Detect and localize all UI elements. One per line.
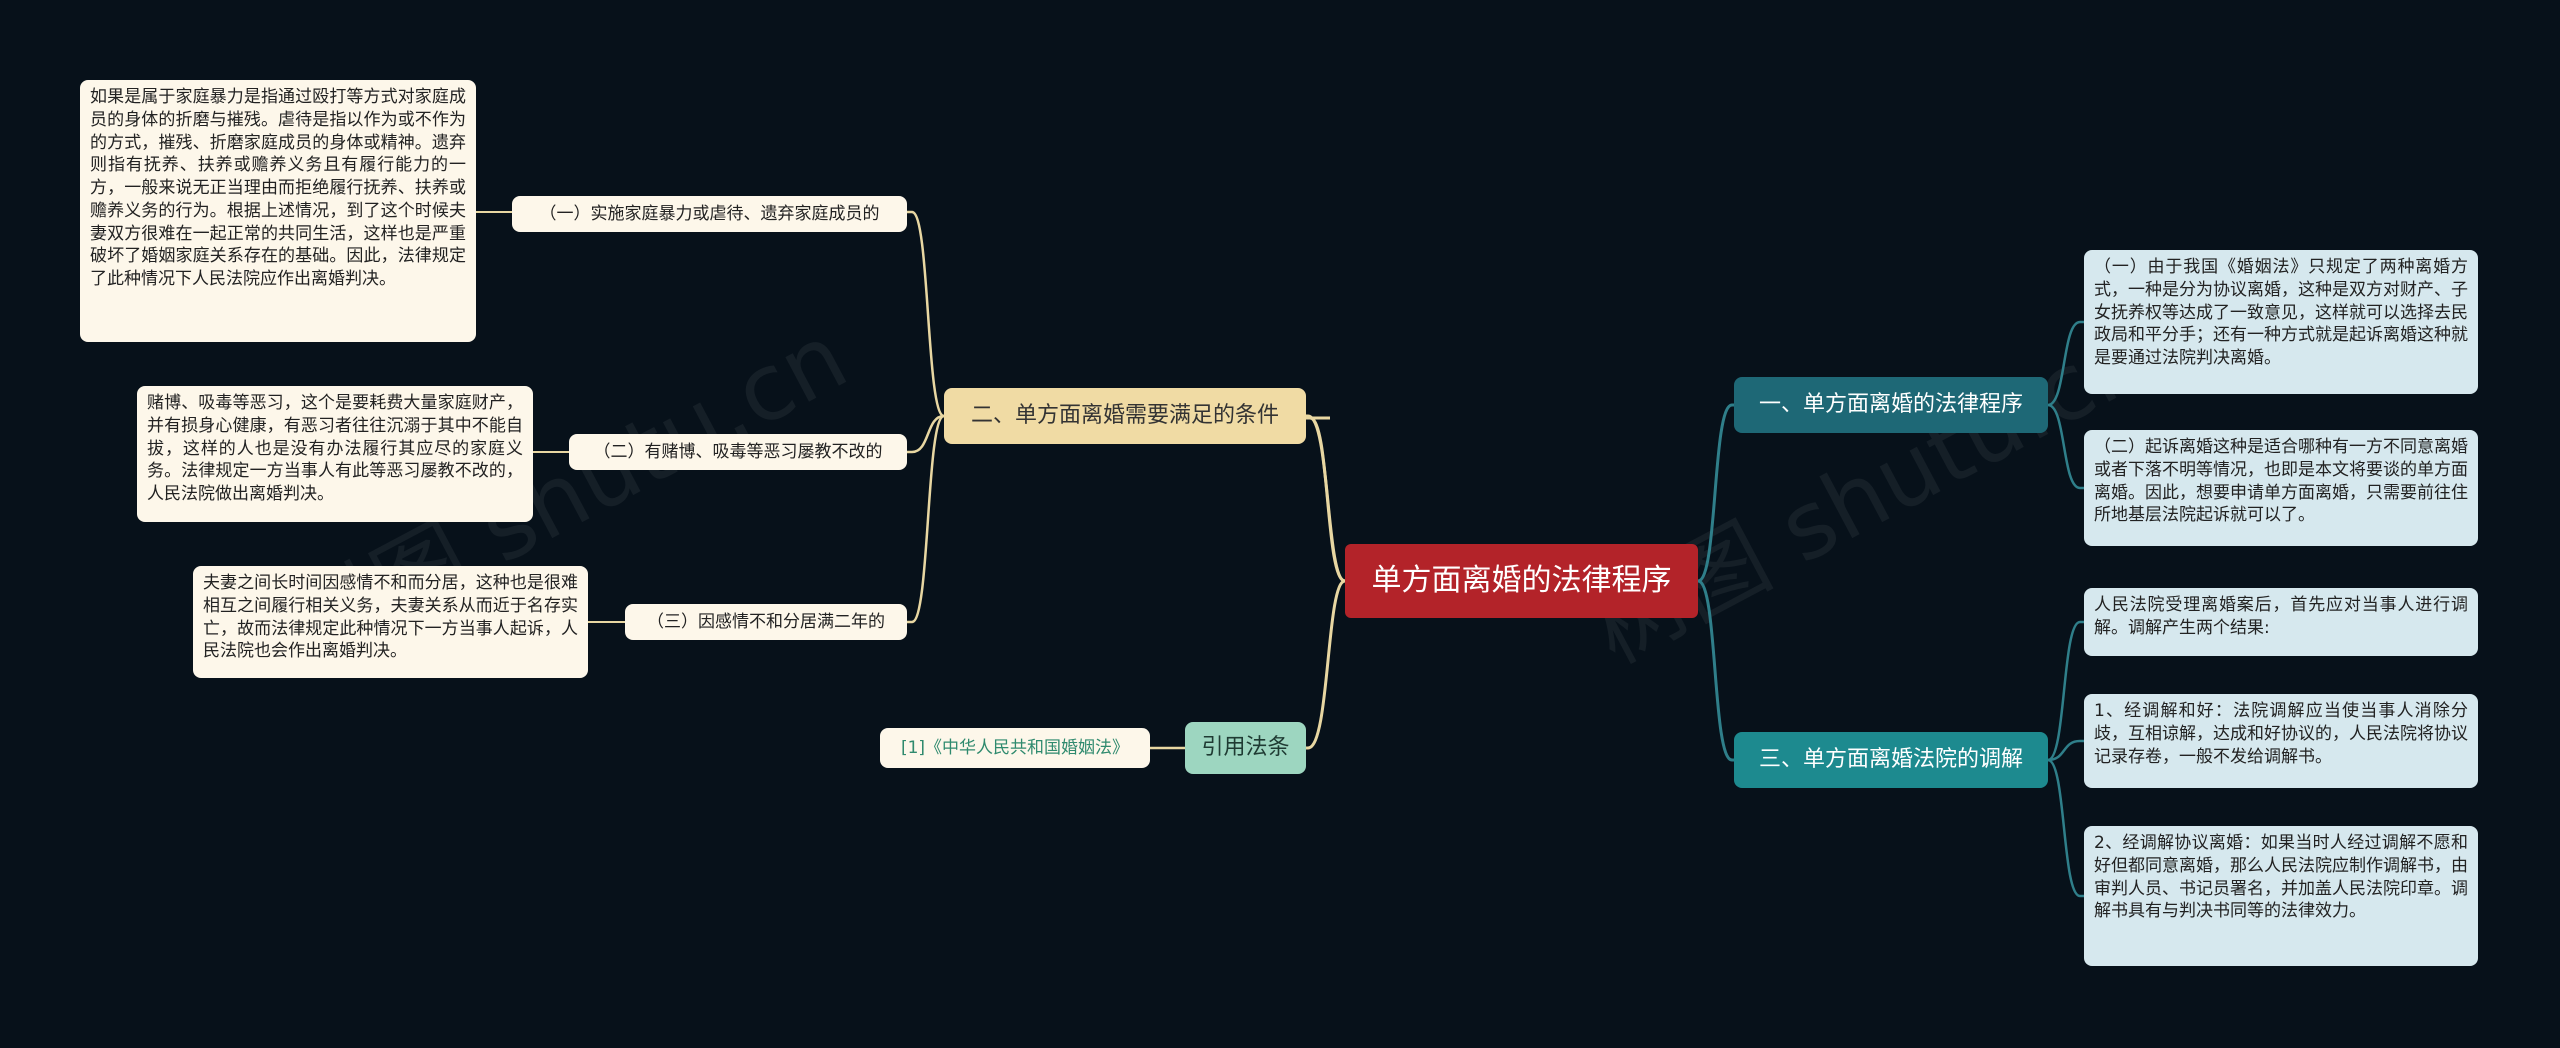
connector-mediation-leaf2 [2047,739,2084,762]
branch-procedure[interactable]: 一、单方面离婚的法律程序 [1734,377,2048,433]
connector-procedure-leaf2 [2047,403,2084,490]
connector-conditions-item2 [907,414,945,454]
branch-mediation[interactable]: 三、单方面离婚法院的调解 [1734,732,2048,788]
connector-mediation-leaf1 [2047,620,2084,762]
condition-item-2-detail: 赌博、吸毒等恶习，这个是要耗费大量家庭财产，并有损身心健康，有恶习者往往沉溺于其… [137,386,533,522]
connector-mediation-leaf3 [2047,758,2084,898]
connector-procedure-leaf1 [2047,320,2084,407]
connector-root-procedure [1697,403,1734,583]
condition-item-1[interactable]: （一）实施家庭暴力或虐待、遗弃家庭成员的 [512,196,907,232]
branch-conditions[interactable]: 二、单方面离婚需要满足的条件 [944,388,1306,444]
condition-item-2[interactable]: （二）有赌博、吸毒等恶习屡教不改的 [569,434,907,470]
connector-root-conditions [1306,414,1346,583]
connector-conditions-item3 [907,414,945,624]
mediation-detail-2: 1、经调解和好：法院调解应当使当事人消除分歧，互相谅解，达成和好协议的，人民法院… [2084,694,2478,788]
condition-item-3-detail: 夫妻之间长时间因感情不和而分居，这种也是很难相互之间履行相关义务，夫妻关系从而近… [193,566,588,678]
root-node[interactable]: 单方面离婚的法律程序 [1345,544,1698,618]
procedure-detail-1: （一）由于我国《婚姻法》只规定了两种离婚方式，一种是分为协议离婚，这种是双方对财… [2084,250,2478,394]
connector-root-mediation [1697,579,1734,762]
condition-item-3[interactable]: （三）因感情不和分居满二年的 [625,604,907,640]
mediation-detail-3: 2、经调解协议离婚：如果当时人经过调解不愿和好但都同意离婚，那么人民法院应制作调… [2084,826,2478,966]
connector-conditions-item1 [907,210,945,418]
procedure-detail-2: （二）起诉离婚这种是适合哪种有一方不同意离婚或者下落不明等情况，也即是本文将要谈… [2084,430,2478,546]
connector-root-citations [1306,579,1346,750]
mediation-detail-1: 人民法院受理离婚案后，首先应对当事人进行调解。调解产生两个结果: [2084,588,2478,656]
branch-citations[interactable]: 引用法条 [1185,722,1306,774]
citation-ref-1[interactable]: [1]《中华人民共和国婚姻法》 [880,728,1150,768]
condition-item-1-detail: 如果是属于家庭暴力是指通过殴打等方式对家庭成员的身体的折磨与摧残。虐待是指以作为… [80,80,476,342]
connector-root-left [1306,416,1346,583]
